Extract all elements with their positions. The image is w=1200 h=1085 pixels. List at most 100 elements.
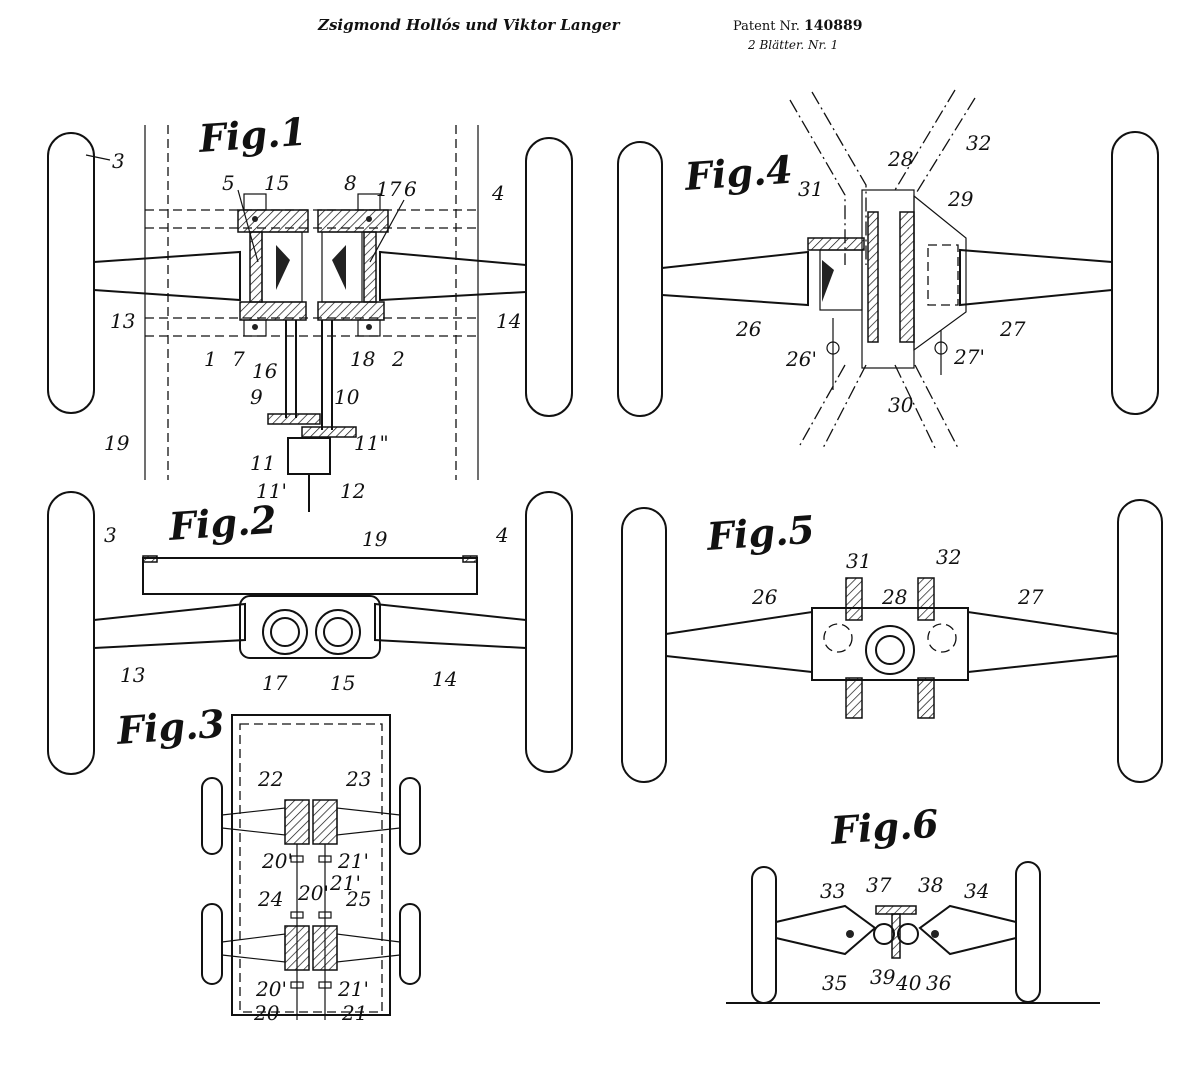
reference-label: 14	[496, 309, 521, 333]
fig1-frame	[144, 125, 479, 480]
reference-label: 10	[334, 385, 360, 409]
reference-label: 20'	[261, 849, 293, 873]
fig5-wheel-left	[621, 507, 667, 783]
figure-2: Fig.2 3 4 19 13 14 17 15	[47, 491, 573, 775]
reference-label: 17	[262, 671, 288, 695]
fig6-title: Fig.6	[828, 801, 940, 853]
fig2-reference-labels: 3 4 19 13 14 17 15	[104, 523, 509, 695]
fig1-axle-beams	[93, 250, 527, 302]
reference-label: 22	[257, 767, 283, 791]
inventors-header: Zsigmond Hollós und Viktor Langer	[318, 16, 620, 34]
reference-label: 39	[870, 965, 896, 989]
fig5-housing	[811, 607, 969, 681]
reference-label: 4	[495, 523, 509, 547]
reference-label: 33	[820, 879, 845, 903]
reference-label: 1	[204, 347, 217, 371]
reference-label: 34	[964, 879, 989, 903]
reference-label: 3	[112, 149, 125, 173]
reference-label: 27	[999, 317, 1026, 341]
reference-label: 27'	[953, 345, 985, 369]
reference-label: 2	[391, 347, 405, 371]
fig6-reference-labels: 33 37 38 34 35 39 40 36	[820, 873, 989, 995]
fig5-title: Fig.5	[704, 507, 816, 559]
patent-prefix: Patent Nr.	[733, 19, 800, 34]
fig6-wheel-left	[751, 866, 777, 1004]
reference-label: 21'	[337, 977, 369, 1001]
fig1-wheel-left	[47, 132, 95, 414]
reference-label: 21'	[329, 871, 361, 895]
reference-label: 28	[887, 147, 913, 171]
reference-label: 19	[362, 527, 388, 551]
reference-label: 20'	[255, 977, 287, 1001]
reference-label: 28	[881, 585, 907, 609]
patent-number-header: Patent Nr. 140889	[733, 18, 862, 34]
fig5-wheel-right	[1117, 499, 1163, 783]
reference-label: 31	[846, 549, 871, 573]
reference-label: 5	[222, 171, 235, 195]
figure-3: Fig.3 22 23 20'	[114, 701, 421, 1025]
reference-label: 11'	[256, 479, 287, 503]
reference-label: 31	[798, 177, 823, 201]
fig4-reference-labels: 31 32 28 29 26 27 26' 27' 30	[735, 131, 1026, 417]
reference-label: 20	[253, 1001, 280, 1025]
reference-label: 20'	[297, 881, 329, 905]
fig4-axle-beams	[661, 248, 1113, 307]
patent-number: 140889	[804, 18, 863, 34]
reference-label: 17	[376, 177, 402, 201]
fig2-axle-beams	[93, 602, 527, 649]
fig4-title: Fig.4	[682, 147, 794, 199]
reference-label: 11"	[354, 431, 389, 455]
fig2-title: Fig.2	[166, 497, 278, 549]
fig2-wheel-right	[525, 491, 573, 773]
fig1-title: Fig.1	[196, 109, 308, 161]
reference-label: 23	[345, 767, 371, 791]
fig4-crossed-frame	[789, 89, 976, 451]
reference-label: 37	[866, 873, 892, 897]
reference-label: 9	[250, 385, 263, 409]
reference-label: 21'	[337, 849, 369, 873]
reference-label: 19	[104, 431, 130, 455]
figure-5: Fig.5 31 32 28 26 27	[621, 499, 1163, 783]
reference-label: 18	[350, 347, 375, 371]
figure-1: Fig.1	[47, 109, 573, 512]
fig1-reference-labels: 3 4 5 15 8 17 6 13 14 1 7 16 18 2 9 10 1…	[85, 149, 521, 503]
fig1-drive-shafts	[267, 320, 357, 512]
reference-label: 35	[822, 971, 847, 995]
fig5-reference-labels: 31 32 28 26 27	[751, 545, 1044, 609]
reference-label: 6	[404, 177, 417, 201]
reference-label: 26'	[785, 347, 817, 371]
reference-label: 38	[918, 873, 943, 897]
reference-label: 11	[250, 451, 275, 475]
reference-label: 14	[432, 667, 457, 691]
fig2-frame-beam	[142, 557, 478, 595]
fig2-wheel-left	[47, 491, 95, 775]
reference-label: 15	[264, 171, 289, 195]
reference-label: 3	[104, 523, 117, 547]
fig2-gear-housing	[239, 595, 381, 659]
reference-label: 4	[491, 181, 505, 205]
reference-label: 27	[1017, 585, 1044, 609]
fig3-frame-outer	[231, 714, 391, 1016]
reference-label: 13	[110, 309, 135, 333]
figure-6: Fig.6 33 37 38 34 35 39 40 36	[726, 801, 1100, 1004]
fig6-wheel-right	[1015, 861, 1041, 1003]
reference-label: 21	[341, 1001, 367, 1025]
reference-label: 32	[936, 545, 961, 569]
fig4-wheel-left	[617, 141, 663, 417]
reference-label: 7	[232, 347, 245, 371]
reference-label: 32	[966, 131, 991, 155]
fig4-wheel-right	[1111, 131, 1159, 415]
fig3-title: Fig.3	[114, 701, 226, 753]
reference-label: 29	[947, 187, 974, 211]
fig1-wheel-right	[525, 137, 573, 417]
reference-label: 36	[926, 971, 952, 995]
reference-label: 26	[751, 585, 778, 609]
fig1-gear-housing	[237, 193, 389, 337]
reference-label: 15	[330, 671, 355, 695]
reference-label: 25	[345, 887, 371, 911]
reference-label: 16	[252, 359, 278, 383]
reference-label: 26	[735, 317, 762, 341]
reference-label: 40	[895, 971, 922, 995]
